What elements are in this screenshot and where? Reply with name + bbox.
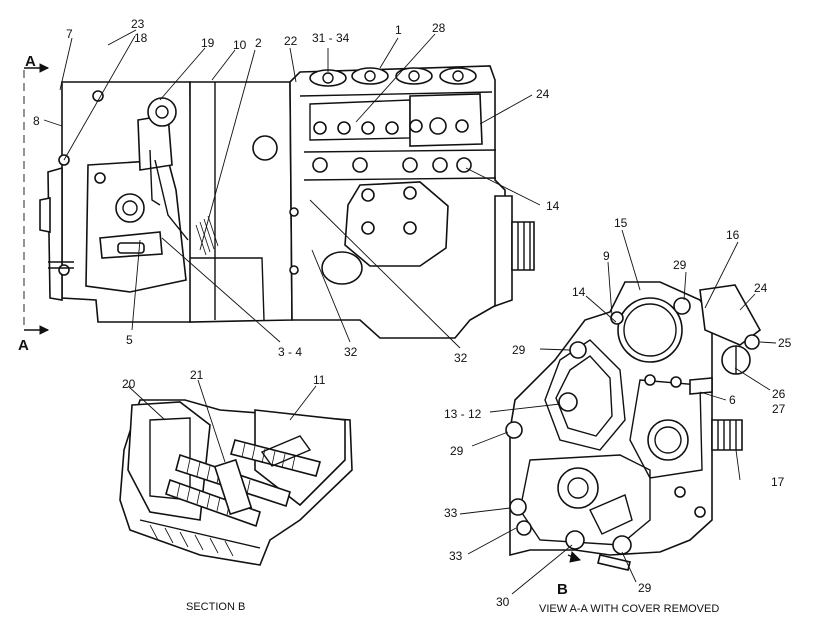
main-view-leaders [43,29,541,349]
callout-22: 22 [284,34,298,48]
callout-24-main: 24 [536,87,550,101]
top-outlets [309,67,477,87]
callout-13-12: 13 - 12 [444,407,482,421]
callout-15: 15 [614,216,628,230]
callout-29-mid: 29 [450,444,464,458]
section-b-base-hatching [149,524,234,557]
callout-9: 9 [603,249,610,263]
callout-16: 16 [726,228,740,242]
bolt-row-upper [313,119,469,135]
view-aa-bolt-holes [505,297,706,555]
callout-17: 17 [771,475,785,489]
section-a-label-top: A [25,53,36,70]
callout-29-left: 29 [512,343,526,357]
callout-1: 1 [395,23,402,37]
callout-25: 25 [778,336,792,350]
callout-24-view: 24 [754,281,768,295]
callout-2: 2 [255,36,262,50]
view-aa-leaders [459,229,777,595]
callout-18: 18 [134,31,148,45]
callout-29-top: 29 [673,258,687,272]
callout-5: 5 [126,333,133,347]
callout-20: 20 [122,377,136,391]
callout-32-left: 32 [344,345,358,359]
section-a-label-bottom: A [18,337,29,354]
callout-10: 10 [233,38,247,52]
callout-14-view: 14 [572,285,586,299]
callout-27: 27 [772,402,786,416]
callout-8: 8 [33,114,40,128]
callout-29-bottom: 29 [638,581,652,595]
view-aa-cover-removed [505,281,762,571]
section-b-marker-label: B [557,581,568,598]
callout-3-4: 3 - 4 [278,345,302,359]
view-aa-caption: VIEW A-A WITH COVER REMOVED [539,603,719,615]
callout-33-upper: 33 [444,506,458,520]
callout-28: 28 [432,21,446,35]
main-pump-side-view [39,65,535,339]
callout-32-right: 32 [454,351,468,365]
callout-14-main: 14 [546,199,560,213]
callout-31-34: 31 - 34 [312,31,350,45]
callout-26: 26 [772,387,786,401]
callout-23: 23 [131,17,145,31]
section-a-marker: A A [18,53,50,354]
callout-6: 6 [729,393,736,407]
section-b-caption: SECTION B [186,601,245,613]
callout-7: 7 [66,27,73,41]
callout-21: 21 [190,368,204,382]
callout-33-lower: 33 [449,549,463,563]
section-b-view [119,379,353,566]
spring-hatching [195,215,219,256]
callout-19: 19 [201,36,215,50]
callout-30: 30 [496,595,510,609]
callout-11: 11 [313,373,326,387]
